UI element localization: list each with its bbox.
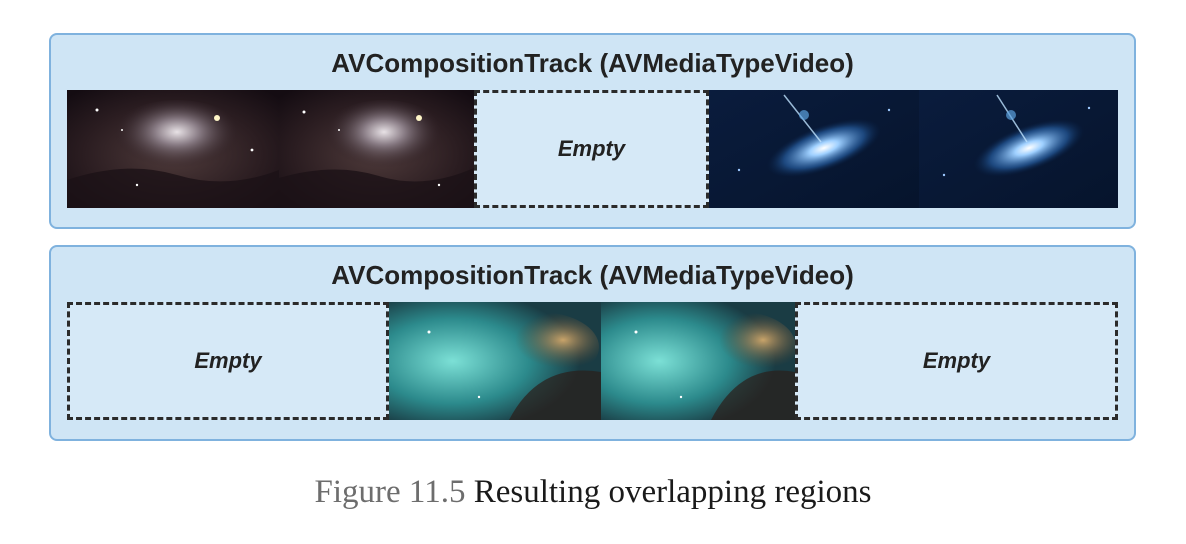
figure-caption: Figure 11.5 Resulting overlapping region… <box>0 474 1186 511</box>
track-lane: Empty Empty <box>67 302 1118 420</box>
empty-segment: Empty <box>474 90 709 208</box>
empty-label: Empty <box>922 348 991 373</box>
composition-track-1: AVCompositionTrack (AVMediaTypeVideo) <box>49 33 1136 229</box>
galaxy-clip-thumbnail <box>919 90 1118 208</box>
composition-track-2: AVCompositionTrack (AVMediaTypeVideo) Em… <box>49 245 1136 441</box>
empty-label: Empty <box>194 348 262 373</box>
figure-number: Figure 11.5 <box>314 474 466 510</box>
track-lane: Empty <box>67 90 1118 208</box>
nebula-clip-thumbnail <box>279 90 474 208</box>
track-title: AVCompositionTrack (AVMediaTypeVideo) <box>331 48 854 78</box>
nebula-clip-thumbnail <box>67 90 279 208</box>
empty-segment: Empty <box>67 302 389 420</box>
galaxy-clip-thumbnail <box>709 90 919 208</box>
track-title: AVCompositionTrack (AVMediaTypeVideo) <box>331 260 854 290</box>
figure-caption-text: Resulting overlapping regions <box>473 474 872 510</box>
empty-label: Empty <box>557 136 626 161</box>
empty-segment: Empty <box>795 302 1118 420</box>
cosmic-cloud-clip-thumbnail <box>601 302 795 420</box>
cosmic-cloud-clip-thumbnail <box>389 302 601 420</box>
